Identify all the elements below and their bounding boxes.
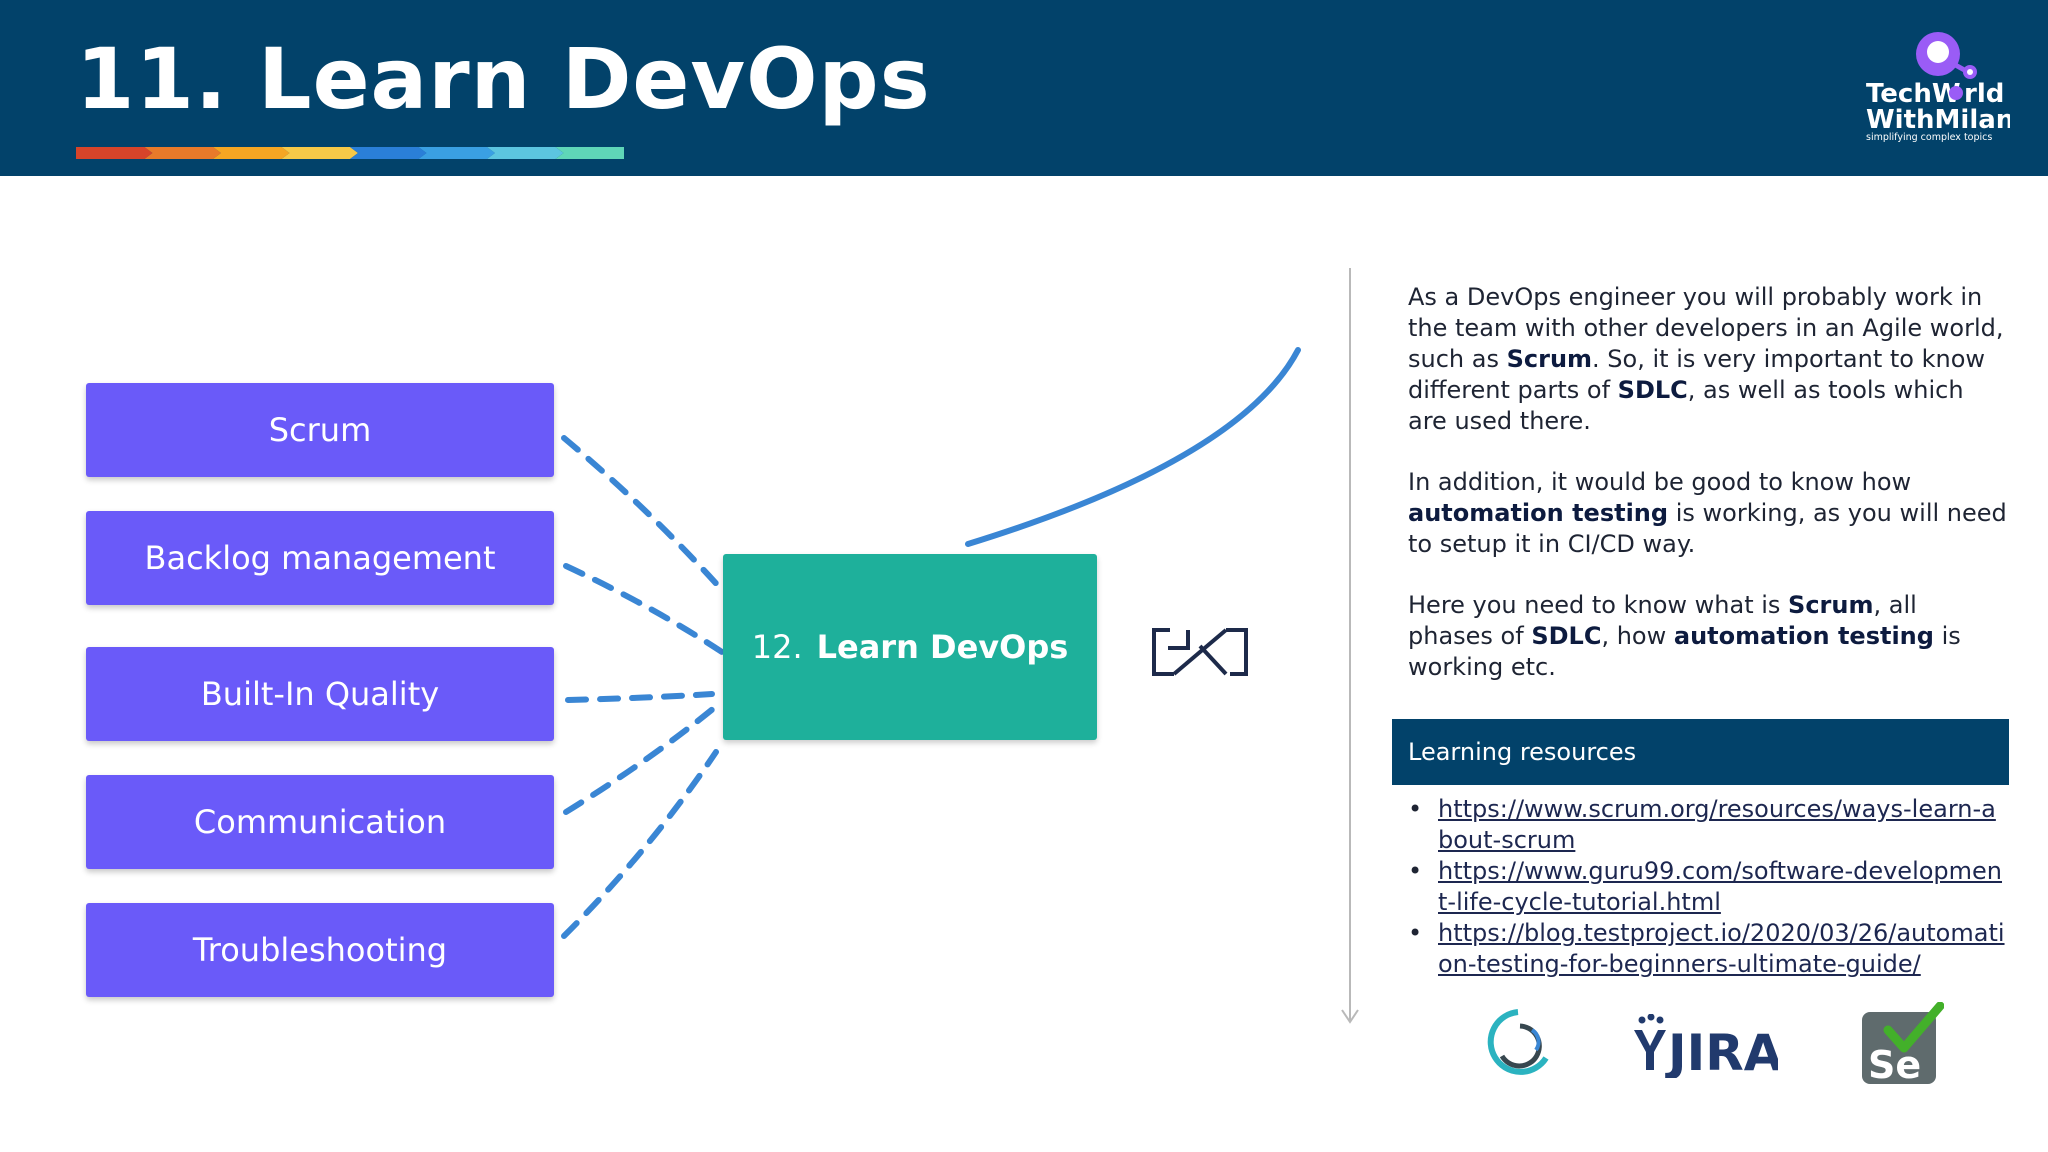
stripe-segment [487, 147, 564, 159]
text-run: Here you need to know what is [1408, 591, 1789, 619]
center-node-number: 12. [751, 628, 803, 666]
resource-link-scrum[interactable]: https://www.scrum.org/resources/ways-lea… [1438, 795, 1996, 854]
description-paragraph-1: As a DevOps engineer you will probably w… [1408, 282, 2008, 437]
header-bar: 11. Learn DevOps TechW rld WithMilan sim… [0, 0, 2048, 176]
svg-text:Se: Se [1868, 1043, 1921, 1086]
text-run: Scrum [1788, 591, 1874, 619]
svg-text:TechW: TechW [1866, 79, 1961, 109]
testproject-logo-icon [1487, 1009, 1549, 1075]
selenium-logo-icon: Se [1862, 1002, 1944, 1086]
connector-communication [563, 705, 717, 815]
resource-link-automation-testing[interactable]: https://blog.testproject.io/2020/03/26/a… [1438, 919, 2005, 978]
topic-backlog-management[interactable]: Backlog management [86, 511, 554, 605]
text-run: . So, it is very important to know diffe… [1408, 345, 1985, 404]
list-item: https://www.guru99.com/software-developm… [1408, 856, 2008, 918]
text-run: automation testing [1673, 622, 1934, 650]
stripe-segment [213, 147, 290, 159]
text-run: SDLC [1617, 376, 1688, 404]
resource-link-sdlc[interactable]: https://www.guru99.com/software-developm… [1438, 857, 2003, 916]
text-run: is working etc. [1408, 622, 1961, 681]
topic-troubleshooting[interactable]: Troubleshooting [86, 903, 554, 997]
page-title: 11. Learn DevOps [76, 30, 931, 128]
connector-backlog [563, 563, 725, 655]
connector-scrum [561, 435, 725, 593]
stripe-segment [350, 147, 427, 159]
stripe-segment [76, 147, 153, 159]
title-underline-stripes [76, 147, 624, 159]
curve-to-next-topic [965, 347, 1301, 547]
description-paragraph-3: Here you need to know what is Scrum, all… [1408, 590, 2008, 683]
list-item: https://blog.testproject.io/2020/03/26/a… [1408, 918, 2008, 980]
text-run: , how [1601, 622, 1674, 650]
text-run: , all phases of [1408, 591, 1917, 650]
stripe-segment [281, 147, 358, 159]
description-paragraph-2: In addition, it would be good to know ho… [1408, 467, 2008, 560]
jira-logo-icon: JIRA [1634, 1014, 1778, 1078]
text-run: Scrum [1506, 345, 1593, 373]
center-node-learn-devops[interactable]: 12. Learn DevOps [723, 554, 1097, 740]
stripe-segment [555, 147, 624, 159]
learning-resources-heading: Learning resources [1392, 719, 2009, 785]
connector-troubleshooting [561, 749, 719, 939]
stripe-segment [418, 147, 495, 159]
text-run: automation testing [1408, 499, 1669, 527]
svg-text:JIRA: JIRA [1665, 1024, 1778, 1078]
text-run: As a DevOps engineer you will probably w… [1408, 283, 2004, 373]
topic-scrum[interactable]: Scrum [86, 383, 554, 477]
svg-text:rld: rld [1964, 79, 2004, 109]
text-run: is working, as you will need to setup it… [1408, 499, 2007, 558]
svg-text:WithMilan: WithMilan [1866, 105, 2010, 135]
stripe-segment [144, 147, 221, 159]
description-text: As a DevOps engineer you will probably w… [1408, 282, 2008, 713]
svg-text:simplifying complex topics: simplifying complex topics [1866, 132, 1992, 143]
topic-communication[interactable]: Communication [86, 775, 554, 869]
vertical-divider-arrow [1341, 268, 1359, 1024]
text-run: , as well as tools which are used there. [1408, 376, 1964, 435]
center-node-label: Learn DevOps [816, 628, 1069, 666]
text-run: SDLC [1531, 622, 1602, 650]
topic-built-in-quality[interactable]: Built-In Quality [86, 647, 554, 741]
text-run: In addition, it would be good to know ho… [1408, 468, 1912, 496]
list-item: https://www.scrum.org/resources/ways-lea… [1408, 794, 2008, 856]
resource-links-list: https://www.scrum.org/resources/ways-lea… [1408, 794, 2008, 980]
connector-quality [565, 691, 715, 703]
techworld-logo: TechW rld WithMilan simplifying complex … [1866, 32, 2010, 143]
shuffle-icon[interactable] [1150, 624, 1250, 680]
